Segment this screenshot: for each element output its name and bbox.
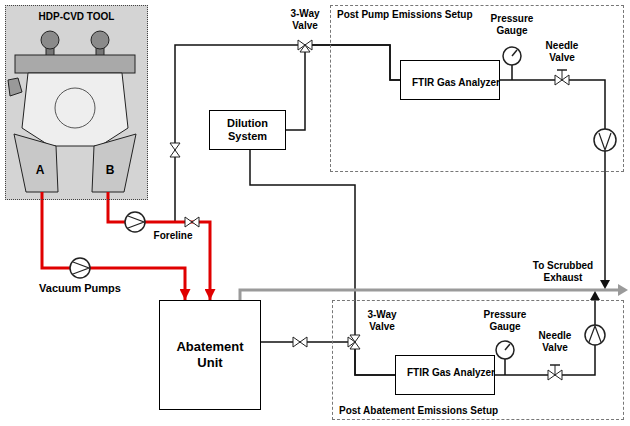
- vacuum-pump-symbol: [70, 129, 616, 345]
- abatement-box: Abatement Unit: [159, 300, 261, 410]
- pressure-gauge-symbol: [504, 359, 506, 375]
- part-label: Vacuum Pumps: [25, 282, 135, 295]
- pipe-connector: [250, 150, 395, 375]
- three-way-valve-symbol: [350, 335, 360, 342]
- vacuum-pump-symbol: [585, 325, 605, 345]
- three-way-valve-symbol: [350, 342, 360, 349]
- pipe-connector: [286, 45, 400, 130]
- tool-illustration: [41, 31, 59, 49]
- exhaust-line: [618, 284, 628, 296]
- needle-valve-symbol: [555, 365, 556, 375]
- pressure-gauge-symbol: [503, 47, 521, 65]
- tool-illustration: [5, 5, 148, 200]
- vacuum-pump-symbol: [589, 326, 601, 342]
- tool-illustration: [92, 134, 136, 192]
- vacuum-pump-symbol: [128, 216, 144, 228]
- tool-illustration: [55, 88, 95, 128]
- tool-illustration: [91, 31, 109, 49]
- vacuum-pump-symbol: [599, 133, 611, 150]
- tool-box: HDP-CVD TOOL: [5, 5, 148, 200]
- tool-illustration: [14, 134, 58, 192]
- exhaust-line: [240, 290, 619, 300]
- needle-valve-symbol: [555, 75, 569, 85]
- tool-illustration: [8, 78, 22, 96]
- three-way-valve-symbol: [300, 45, 310, 52]
- pipe-connector: [108, 45, 400, 222]
- exhaust-line: [240, 284, 628, 300]
- sample-outlet-line: [490, 80, 605, 281]
- node-text: HDP-CVD TOOL: [6, 11, 147, 23]
- tool-illustration: [41, 192, 44, 200]
- node-text: Post Abatement Emissions Setup: [339, 405, 498, 417]
- part-label: Needle Valve: [540, 40, 584, 64]
- node-text: FTIR Gas Analyzer: [407, 367, 495, 379]
- pipe-connector: [108, 200, 210, 300]
- pressure-gauge-symbol: [511, 65, 513, 80]
- setup-region: Post Pump Emissions SetupFTIR Gas Analyz…: [330, 5, 624, 172]
- valve-symbol: [293, 337, 307, 347]
- node-text: Dilution System: [214, 117, 281, 143]
- part-label: Foreline: [146, 230, 200, 242]
- analyzer-box: FTIR Gas Analyzer: [395, 355, 495, 395]
- sample-outlet-line: [590, 291, 600, 300]
- process-box: Dilution System: [209, 110, 286, 150]
- pipe-connector: [261, 342, 395, 375]
- node-text: FTIR Gas Analyzer: [412, 77, 500, 89]
- part-label: Needle Valve: [533, 330, 577, 354]
- part-label: A: [33, 163, 47, 177]
- vacuum-pump-symbol: [594, 129, 616, 151]
- valve-symbol: [185, 217, 199, 227]
- needle-valve-symbol: [557, 69, 567, 71]
- tool-illustration: [22, 73, 128, 146]
- pressure-gauge-symbol: [512, 50, 517, 56]
- part-label: Pressure Gauge: [480, 309, 530, 333]
- three-way-valve-symbol: [298, 40, 360, 349]
- pressure-gauge-symbol: [505, 344, 510, 350]
- valve-symbol: [170, 143, 180, 157]
- analyzer-box: FTIR Gas Analyzer: [400, 60, 500, 100]
- part-label: Pressure Gauge: [487, 13, 537, 37]
- part-label: 3-Way Valve: [362, 309, 402, 333]
- part-label: B: [103, 163, 117, 177]
- part-label: To Scrubbed Exhaust: [526, 260, 600, 284]
- tool-illustration: [5, 5, 148, 200]
- tool-illustration: [15, 55, 135, 73]
- part-label: 3-Way Valve: [285, 8, 325, 32]
- pressure-gauge-symbol: [496, 341, 514, 359]
- needle-valve-symbol: [562, 70, 563, 80]
- node-text: Post Pump Emissions Setup: [337, 9, 473, 21]
- vacuum-pump-symbol: [70, 258, 90, 278]
- needle-valve-symbol: [550, 364, 560, 366]
- vacuum-pump-symbol: [73, 262, 89, 274]
- sample-outlet-line: [600, 280, 610, 289]
- node-text: Abatement Unit: [164, 339, 256, 371]
- vacuum-pump-symbol: [125, 212, 145, 232]
- needle-valve-symbol: [548, 370, 562, 380]
- tool-illustration: [107, 192, 110, 200]
